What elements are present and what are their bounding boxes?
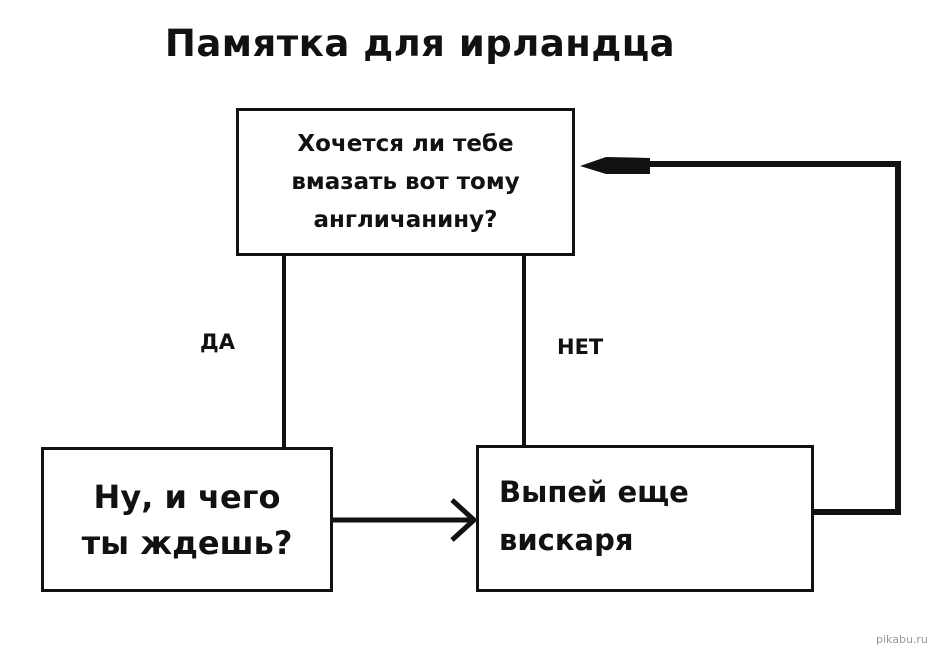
yes-to-drink-arrowhead [450,498,478,542]
page-title: Памятка для ирландца [164,22,676,65]
yes-label: ДА [200,330,235,354]
yes-node-text: Ну, и чего ты ждешь? [81,477,293,562]
yes-node: Ну, и чего ты ждешь? [41,447,333,592]
question-text: Хочется ли тебе вмазать вот тому англича… [291,131,520,233]
watermark[interactable]: pikabu.ru [876,633,928,646]
no-label: НЕТ [557,335,604,359]
question-node: Хочется ли тебе вмазать вот тому англича… [236,108,575,256]
drink-node: Выпей еще вискаря [476,445,814,592]
loop-back-arrowhead [580,157,650,174]
loop-back-connector [640,161,901,515]
drink-node-text: Выпей еще вискаря [499,475,689,557]
